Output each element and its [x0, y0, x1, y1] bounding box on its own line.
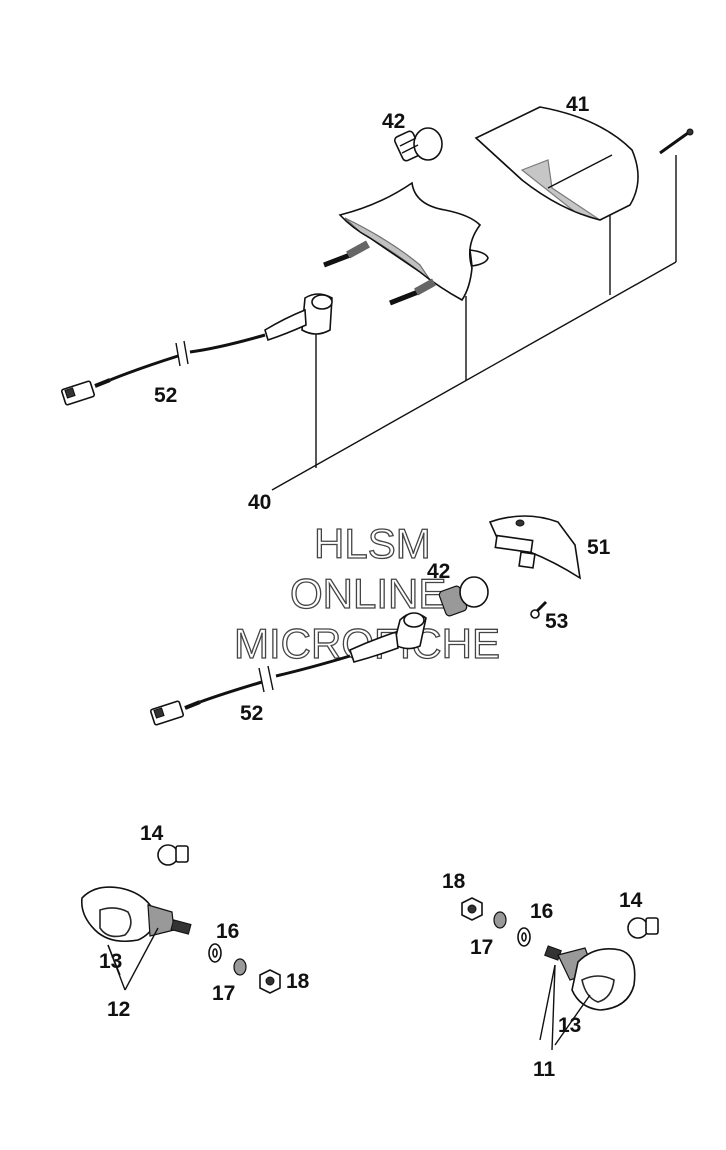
bulb-14-right: [627, 917, 659, 939]
bulb-42-top: [393, 127, 443, 162]
leader-lines-11: [539, 964, 591, 1051]
leader-lines-12: [107, 927, 159, 991]
screw-small-top: [659, 128, 694, 155]
label-14-left: 14: [140, 822, 164, 845]
label-13-left: 13: [99, 950, 122, 973]
nut-18-left: [259, 969, 281, 994]
socket-cable-52-top: [60, 293, 333, 406]
label-14-right: 14: [619, 889, 643, 912]
label-17-left: 17: [212, 982, 235, 1005]
turn-signal-11: [544, 945, 636, 1011]
watermark-line1: HLSM: [314, 520, 431, 567]
turn-signal-12: [80, 886, 192, 943]
washer-16-left: [208, 943, 222, 963]
label-42-middle: 42: [427, 560, 450, 583]
label-17-right: 17: [470, 936, 493, 959]
label-52-top: 52: [154, 384, 177, 407]
label-40: 40: [248, 491, 271, 514]
label-42-top: 42: [382, 110, 405, 133]
label-18-right: 18: [442, 870, 466, 893]
label-41: 41: [566, 93, 590, 116]
label-11: 11: [533, 1058, 556, 1081]
label-51: 51: [587, 536, 611, 559]
lockwasher-17-right: [493, 911, 507, 929]
watermark-line2: ONLINE: [290, 570, 446, 617]
label-12: 12: [107, 998, 130, 1021]
label-13-right: 13: [558, 1014, 581, 1037]
label-16-left: 16: [216, 920, 239, 943]
label-53: 53: [545, 610, 568, 633]
bulb-42-middle: [438, 576, 489, 617]
lockwasher-17-left: [233, 958, 247, 976]
plate-light-51: [488, 515, 582, 580]
washer-16-right: [517, 927, 531, 947]
label-16-right: 16: [530, 900, 553, 923]
screw-53: [530, 600, 548, 619]
lens-41: [474, 106, 639, 221]
bulb-14-left: [157, 844, 189, 866]
label-52-middle: 52: [240, 702, 263, 725]
housing-40: [323, 181, 489, 306]
label-18-left: 18: [286, 970, 310, 993]
nut-18-right: [461, 897, 483, 921]
socket-cable-52-middle: [149, 612, 427, 726]
